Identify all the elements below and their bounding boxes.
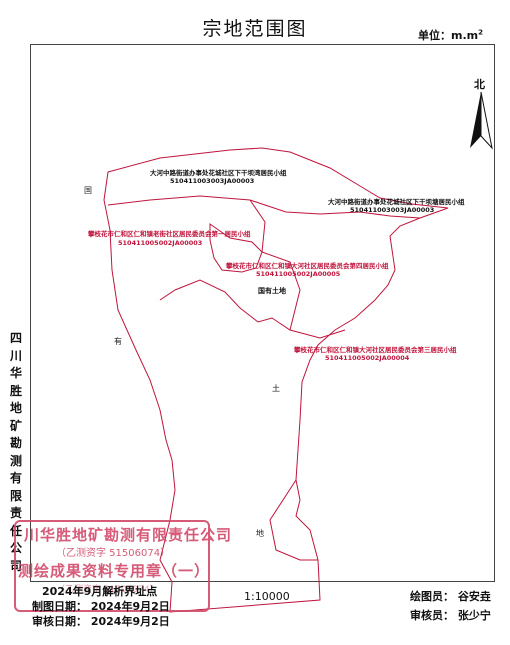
company-char: 矿 bbox=[9, 418, 22, 433]
map-frame bbox=[30, 44, 495, 582]
parcel-label-black-1-name: 大河中路街道办事处花城社区下干坝湾居民小组 bbox=[150, 169, 287, 177]
drawer-name: 绘图员： 谷安垚 bbox=[410, 590, 491, 603]
company-char: 四 bbox=[9, 331, 22, 345]
company-char: 责 bbox=[9, 506, 22, 520]
stamp-license-number-faded: （乙测资字 51506074） bbox=[56, 585, 159, 595]
review-date: 审核日期： 2024年9月2日 bbox=[32, 615, 170, 628]
company-char: 勘 bbox=[9, 436, 22, 450]
internal-boundary-5 bbox=[249, 199, 266, 253]
vertical-company-name: 四 川 华 胜 地 矿 勘 测 有 限 责 任 公 司 bbox=[6, 330, 26, 575]
company-char: 有 bbox=[9, 471, 22, 485]
analysis-note: 2024年9月解析界址点 bbox=[42, 585, 158, 598]
map-char-di: 地 bbox=[256, 529, 264, 538]
map-char-you: 有 bbox=[114, 337, 122, 346]
internal-boundary-3 bbox=[159, 279, 346, 339]
company-char: 华 bbox=[9, 366, 22, 380]
stamp-license-number: （乙测资字 51506074） bbox=[56, 548, 171, 559]
internal-boundary-2 bbox=[209, 223, 263, 273]
parcel-label-red-3-code: 510411005002JA00004 bbox=[325, 354, 410, 362]
parcel-label-black-2-name: 大河中路街道办事处花城社区下干坝塘居民小组 bbox=[328, 198, 465, 206]
internal-boundary-4 bbox=[261, 251, 301, 331]
parcel-label-black-2-code: 510411003003JA00003 bbox=[350, 206, 435, 214]
map-scale: 1:10000 bbox=[244, 590, 290, 603]
unit-label: 单位：m.m2 bbox=[418, 27, 483, 43]
stamp-company-name: 川华胜地矿勘测有限责任公司 bbox=[24, 526, 233, 544]
parcel-label-red-2-code: 510411005002JA00005 bbox=[256, 270, 341, 278]
parcel-label-red-1-code: 510411005002JA00003 bbox=[118, 239, 203, 247]
north-arrow-icon bbox=[470, 91, 493, 150]
parcel-label-red-2-name: 攀枝花市仁和区仁和镇大河社区居民委员会第四居民小组 bbox=[226, 262, 389, 270]
map-char-guo: 国 bbox=[84, 186, 92, 195]
parcel-label-red-3-name: 攀枝花市仁和区仁和镇大河社区居民委员会第三居民小组 bbox=[294, 346, 457, 354]
company-char: 限 bbox=[9, 488, 22, 503]
page-title: 宗地范围图 bbox=[202, 18, 308, 40]
drawn-date: 制图日期： 2024年9月2日 bbox=[32, 600, 170, 613]
parcel-outer-boundary bbox=[103, 147, 449, 613]
internal-boundary-1 bbox=[107, 195, 421, 219]
company-char: 地 bbox=[9, 401, 22, 415]
internal-boundary-6 bbox=[269, 479, 318, 561]
parcel-label-red-1-name: 攀枝花市仁和区仁和镇老街社区居民委员会第一居民小组 bbox=[88, 230, 251, 238]
company-char: 川 bbox=[9, 348, 22, 363]
company-char: 测 bbox=[9, 453, 22, 468]
state-land-label: 国有土地 bbox=[258, 287, 286, 295]
official-stamp: 川华胜地矿勘测有限责任公司 （乙测资字 51506074） 测绘成果资料专用章（… bbox=[14, 520, 231, 612]
parcel-label-black-1-code: 510411003003JA00003 bbox=[170, 177, 255, 185]
reviewer-name: 审核员： 张少宁 bbox=[410, 609, 491, 622]
unit-superscript: 2 bbox=[478, 28, 483, 37]
stamp-seal-purpose: 测绘成果资料专用章（一） bbox=[18, 562, 211, 580]
map-char-tu: 土 bbox=[272, 384, 280, 393]
company-char: 胜 bbox=[9, 383, 22, 398]
north-label: 北 bbox=[474, 78, 485, 91]
unit-text: 单位：m.m bbox=[418, 29, 479, 42]
